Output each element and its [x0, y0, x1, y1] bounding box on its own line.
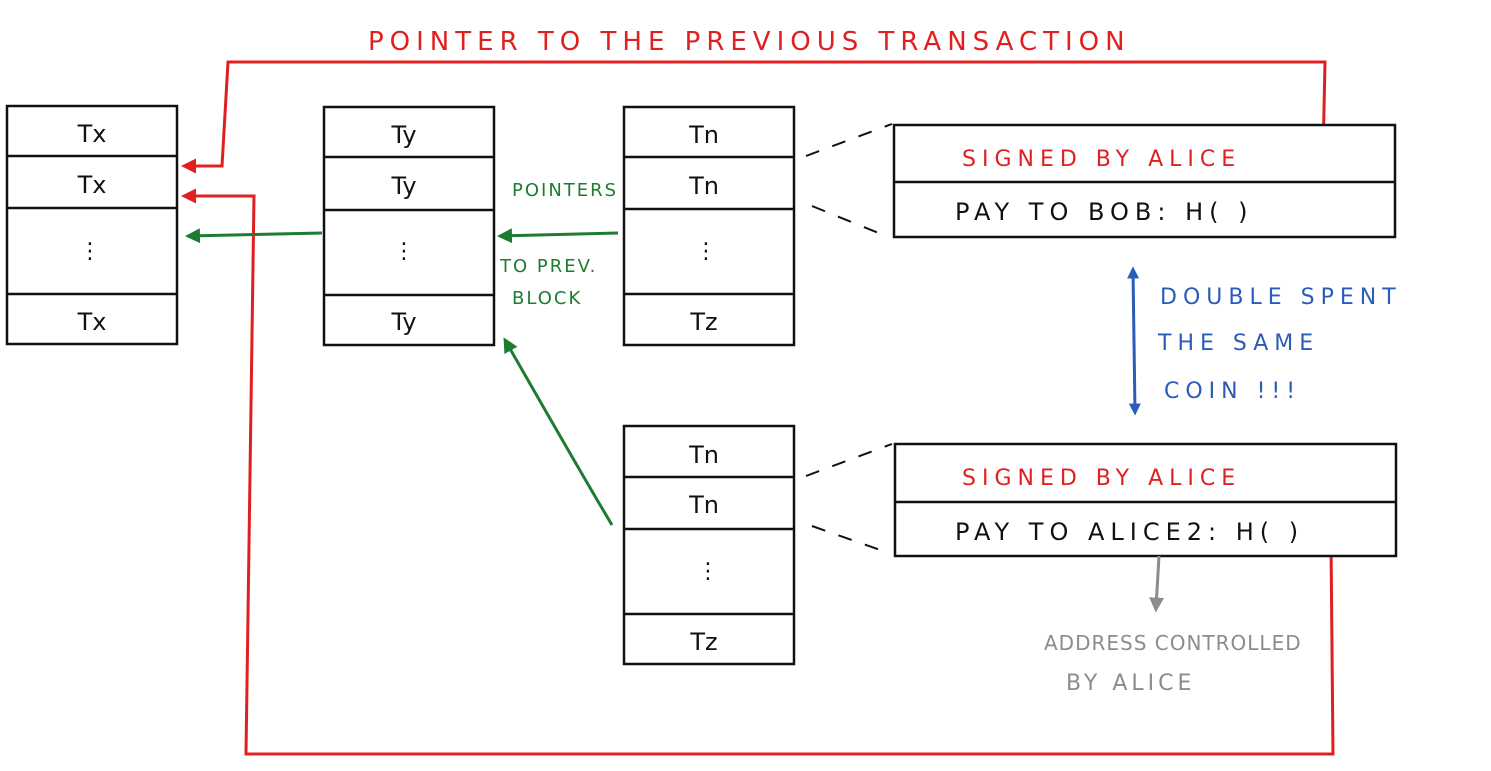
double-spent-line-3: COIN !!!: [1164, 379, 1301, 404]
zoom-line-top-2: [811, 205, 887, 237]
pointers-label-line-1: POINTERS: [512, 180, 618, 201]
green-pointer-y-to-x: [185, 228, 323, 244]
pointers-label-line-2: TO PREV.: [499, 256, 597, 277]
pointers-label-line-3: BLOCK: [512, 288, 582, 309]
block-bottom-row-4: Tz: [689, 628, 717, 656]
red-pointer-top: [181, 60, 1327, 206]
zoom-line-bottom-1: [805, 443, 893, 477]
tx-top-pay: PAY TO BOB: H( ): [955, 198, 1253, 226]
block-y-row-3: ⋮: [393, 239, 415, 264]
tx-bottom-pay: PAY TO ALICE2: H( ): [955, 518, 1304, 546]
block-y-row-4: Ty: [390, 308, 416, 336]
address-note-line-2: BY ALICE: [1066, 671, 1195, 696]
block-bottom-row-2: Tn: [688, 491, 719, 519]
double-spent-note: DOUBLE SPENT THE SAME COIN !!!: [1157, 285, 1402, 404]
address-note: ADDRESS CONTROLLED BY ALICE: [1044, 631, 1302, 696]
block-x-row-3: ⋮: [79, 239, 101, 264]
address-note-line-1: ADDRESS CONTROLLED: [1044, 631, 1302, 655]
block-bottom-row-3: ⋮: [697, 559, 719, 584]
block-x-row-4: Tx: [77, 308, 107, 336]
block-bottom: Tn Tn ⋮ Tz: [622, 424, 796, 666]
block-x-row-2: Tx: [77, 171, 107, 199]
double-spend-arrow: [1127, 266, 1141, 416]
block-x: Tx Tx ⋮ Tx: [5, 104, 179, 346]
block-top: Tn Tn ⋮ Tz: [622, 105, 796, 347]
double-spent-line-1: DOUBLE SPENT: [1160, 285, 1402, 310]
block-top-row-2: Tn: [688, 172, 719, 200]
block-y: Ty Ty ⋮ Ty: [322, 105, 496, 347]
tx-detail-bottom: SIGNED BY ALICE PAY TO ALICE2: H( ): [893, 442, 1398, 558]
double-spent-line-2: THE SAME: [1157, 331, 1319, 356]
tx-detail-top: SIGNED BY ALICE PAY TO BOB: H( ): [892, 123, 1397, 239]
green-pointer-bottom-to-y: [503, 337, 614, 526]
tx-bottom-signed: SIGNED BY ALICE: [962, 466, 1241, 491]
block-x-row-1: Tx: [77, 120, 107, 148]
block-top-row-4: Tz: [689, 308, 717, 336]
block-bottom-row-1: Tn: [688, 441, 719, 469]
title-annotation: POINTER TO THE PREVIOUS TRANSACTION: [368, 27, 1131, 57]
tx-top-signed: SIGNED BY ALICE: [962, 147, 1241, 172]
address-arrow: [1149, 555, 1165, 613]
block-y-row-2: Ty: [390, 172, 416, 200]
red-pointer-bottom: [181, 188, 1335, 756]
zoom-line-top-1: [805, 123, 893, 157]
block-top-row-1: Tn: [688, 121, 719, 149]
green-pointer-top-to-y: [497, 228, 619, 244]
block-top-row-3: ⋮: [695, 239, 717, 264]
pointers-label: POINTERS TO PREV. BLOCK: [499, 180, 618, 309]
zoom-line-bottom-2: [811, 525, 887, 553]
block-y-row-1: Ty: [390, 121, 416, 149]
